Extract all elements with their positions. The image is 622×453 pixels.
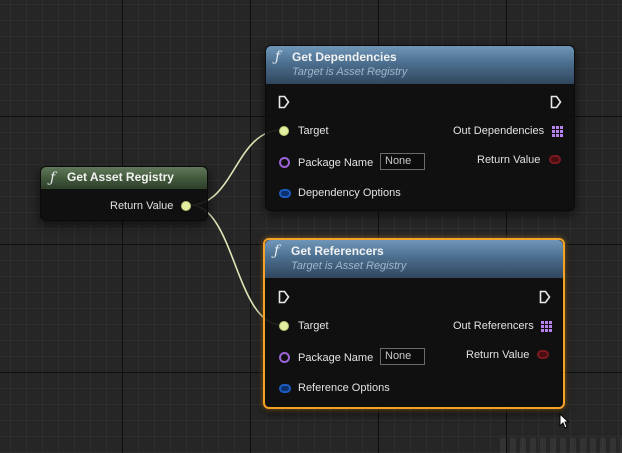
package-name-pin[interactable] bbox=[279, 157, 290, 168]
return-value-label: Return Value bbox=[477, 154, 541, 166]
node-header[interactable]: ƒ Get Dependencies Target is Asset Regis… bbox=[266, 46, 574, 84]
mouse-cursor-icon bbox=[559, 413, 569, 429]
exec-out-pin[interactable] bbox=[539, 290, 551, 304]
package-name-pin[interactable] bbox=[279, 352, 290, 363]
target-label: Target bbox=[298, 125, 329, 137]
exec-in-pin[interactable] bbox=[278, 95, 290, 109]
watermark-strip bbox=[500, 438, 622, 453]
node-title: Get Referencers bbox=[291, 244, 384, 258]
target-label: Target bbox=[298, 320, 329, 332]
node-subtitle: Target is Asset Registry bbox=[291, 260, 407, 272]
array-pin-icon[interactable] bbox=[541, 321, 552, 332]
package-name-input[interactable]: None bbox=[380, 348, 425, 365]
target-pin[interactable] bbox=[279, 126, 289, 136]
dependency-options-pin[interactable] bbox=[279, 189, 291, 198]
package-name-input[interactable]: None bbox=[380, 153, 425, 170]
return-value-label: Return Value bbox=[466, 349, 530, 361]
out-dependencies-label: Out Dependencies bbox=[453, 125, 545, 137]
node-title: Get Dependencies bbox=[292, 50, 397, 64]
return-value-pin[interactable] bbox=[537, 350, 549, 359]
out-referencers-label: Out Referencers bbox=[453, 320, 534, 332]
node-get-asset-registry[interactable]: ƒ Get Asset Registry Return Value bbox=[40, 166, 208, 221]
package-name-label: Package Name bbox=[298, 352, 374, 364]
return-value-pin[interactable] bbox=[549, 155, 561, 164]
target-pin[interactable] bbox=[279, 321, 289, 331]
function-icon: ƒ bbox=[274, 243, 280, 259]
node-get-dependencies[interactable]: ƒ Get Dependencies Target is Asset Regis… bbox=[265, 45, 575, 211]
return-value-label: Return Value bbox=[110, 200, 174, 212]
return-value-pin[interactable] bbox=[181, 201, 191, 211]
node-subtitle: Target is Asset Registry bbox=[292, 66, 408, 78]
exec-out-pin[interactable] bbox=[550, 95, 562, 109]
node-title: Get Asset Registry bbox=[67, 170, 174, 184]
reference-options-label: Reference Options bbox=[298, 382, 390, 394]
array-pin-icon[interactable] bbox=[552, 126, 563, 137]
node-header[interactable]: ƒ Get Referencers Target is Asset Regist… bbox=[265, 240, 563, 278]
node-header[interactable]: ƒ Get Asset Registry bbox=[41, 167, 207, 189]
function-icon: ƒ bbox=[50, 170, 56, 186]
function-icon: ƒ bbox=[275, 49, 281, 65]
node-get-referencers[interactable]: ƒ Get Referencers Target is Asset Regist… bbox=[263, 238, 565, 409]
package-name-label: Package Name bbox=[298, 157, 374, 169]
exec-in-pin[interactable] bbox=[278, 290, 290, 304]
reference-options-pin[interactable] bbox=[279, 384, 291, 393]
dependency-options-label: Dependency Options bbox=[298, 187, 401, 199]
